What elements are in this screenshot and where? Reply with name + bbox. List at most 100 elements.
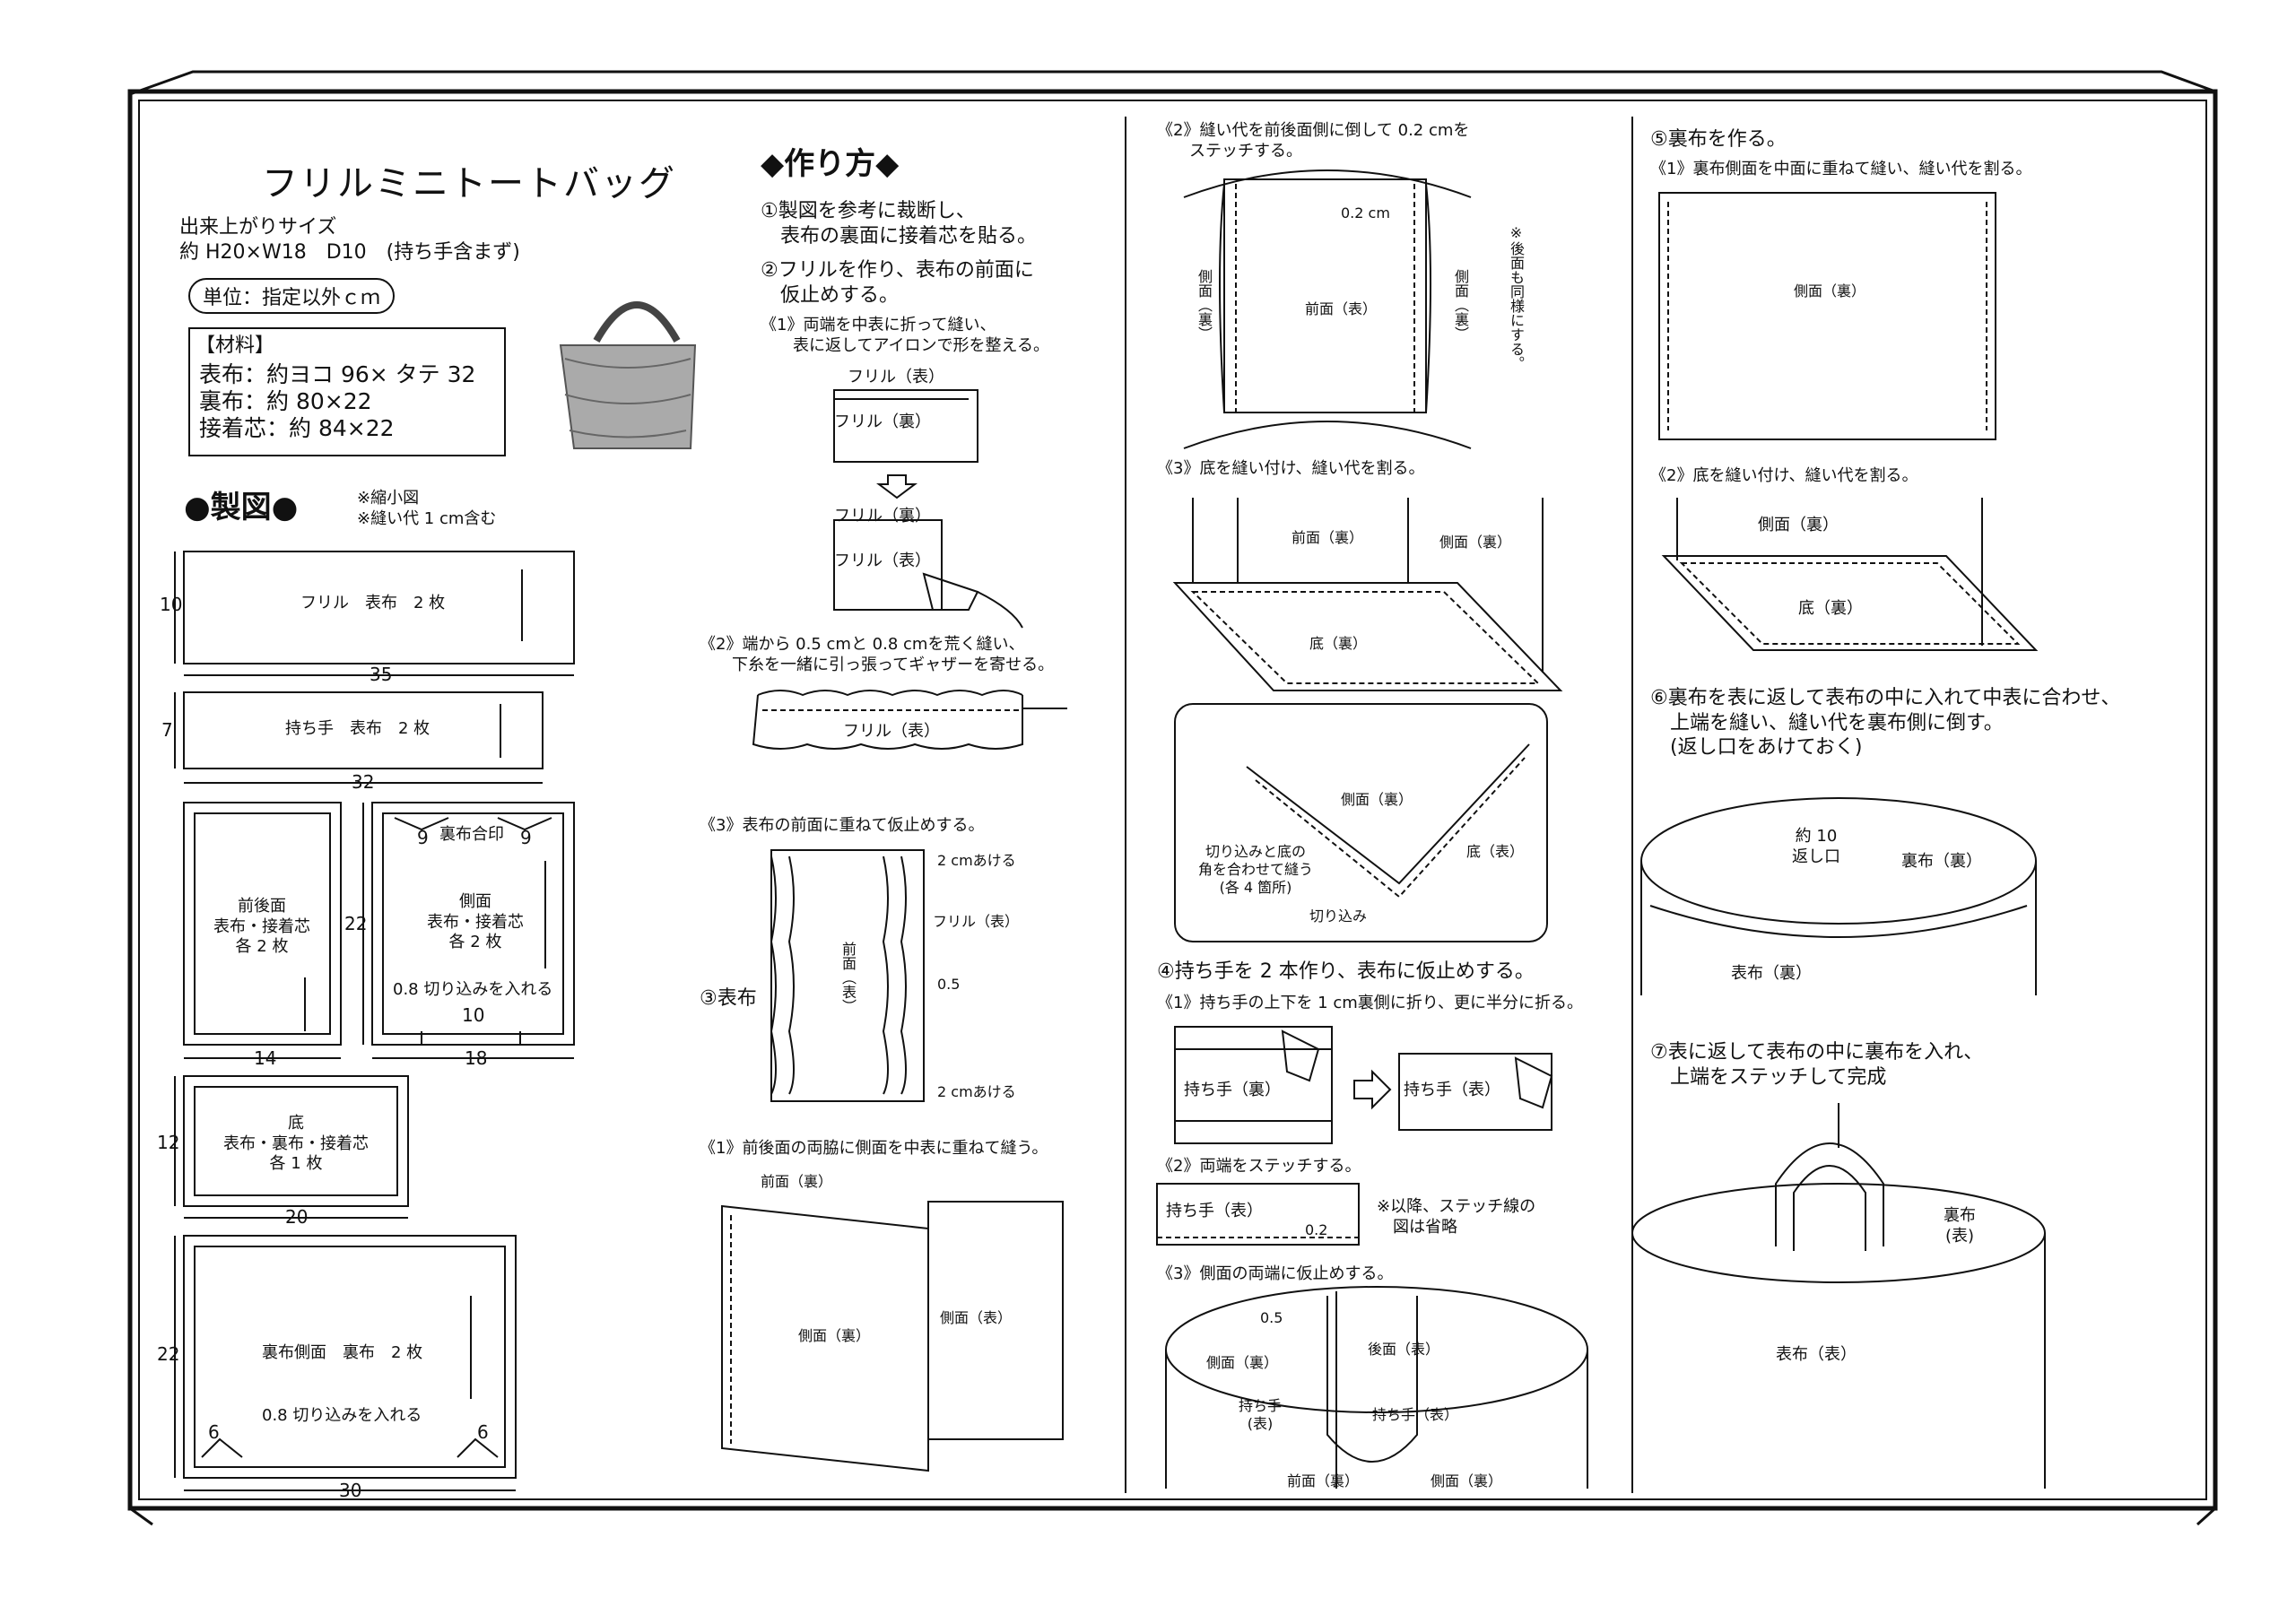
- gather-half-label: 0.5: [937, 976, 961, 993]
- pattern-note-scale: ※縮小図: [357, 489, 420, 508]
- lining-piece: [183, 1235, 517, 1479]
- step-6: ⑥裏布を表に返して表布の中に入れて中表に合わせ、 上端を縫い、縫い代を裏布側に倒…: [1650, 687, 2121, 759]
- handle-fold-diagram: [1174, 1026, 1333, 1144]
- pattern-note-allowance: ※縫い代 1 cm含む: [357, 509, 497, 528]
- frill-fold-diagram: [833, 389, 978, 463]
- lining-height: 22: [157, 1343, 180, 1365]
- step-5: ⑤裏布を作る。: [1650, 128, 1787, 151]
- front-width: 14: [254, 1047, 277, 1069]
- side-piece-label: 側面 表布・接着芯 各 2 枚: [427, 892, 524, 951]
- lining-bottom-label: 底（裏）: [1798, 599, 1863, 618]
- outer-back-label: 表布（裏）: [1731, 964, 1812, 983]
- step-3-3: 《3》底を縫い付け、縫い代を割る。: [1157, 459, 1425, 478]
- step-4-1: 《1》持ち手の上下を 1 cm裏側に折り、更に半分に折る。: [1157, 994, 1584, 1012]
- bottom-width: 20: [285, 1206, 309, 1228]
- frill-back-label: フリル（裏）: [834, 413, 931, 431]
- finished-size-label: 出来上がりサイズ: [179, 216, 337, 239]
- material-lining: 裏布：約 80×22: [199, 388, 372, 414]
- front-back-label-2: 前面（裏）: [1292, 529, 1364, 546]
- side-mark-label: 裏布合印: [439, 825, 504, 844]
- half-label: 0.5: [1260, 1309, 1283, 1326]
- step-3-1: 《1》前後面の両脇に側面を中表に重ねて縫う。: [700, 1139, 1048, 1158]
- front-back-label-3: 前面（裏）: [1287, 1472, 1360, 1489]
- step-2-3: 《3》表布の前面に重ねて仮止めする。: [700, 816, 985, 835]
- lining-piece-label: 裏布側面 裏布 2 枚: [262, 1343, 423, 1362]
- frill-piece: [183, 551, 575, 664]
- step-7: ⑦表に返して表布の中に裏布を入れ、 上端をステッチして完成: [1650, 1041, 1984, 1089]
- outer-frame: [127, 89, 2218, 1511]
- handle-height: 7: [161, 719, 173, 741]
- notch-label: 切り込み: [1309, 908, 1368, 925]
- step-5-2: 《2》底を縫い付け、縫い代を割る。: [1650, 466, 1918, 485]
- opening-label: 約 10 返し口: [1792, 827, 1840, 866]
- step-1: ①製図を参考に裁断し、 表布の裏面に接着芯を貼る。: [761, 200, 1038, 248]
- step-5-1: 《1》裏布側面を中面に重ねて縫い、縫い代を割る。: [1650, 160, 2032, 178]
- frill-width: 35: [370, 664, 393, 685]
- side-back-vertical-right: 側面（裏）: [1452, 269, 1469, 341]
- handle-front-label: 持ち手（表）: [1404, 1081, 1500, 1099]
- lining-bottom-diagram: [1661, 555, 2039, 651]
- iron-icon: [922, 572, 979, 611]
- arrow-down-icon: [876, 474, 918, 499]
- topstitch-diagram: [1223, 178, 1427, 413]
- frill-piece-label: フリル 表布 2 枚: [300, 594, 446, 612]
- lining-notch-note: 0.8 切り込みを入れる: [262, 1406, 422, 1425]
- lining-notch-right: 6: [477, 1421, 489, 1443]
- side-front-label: 側面（表）: [940, 1309, 1013, 1326]
- bottom-back-label: 底（裏）: [1309, 635, 1368, 652]
- side-back-vertical-left: 側面（裏）: [1196, 269, 1213, 341]
- bottom-height: 12: [157, 1132, 180, 1153]
- lining-back-label: 裏布（裏）: [1901, 852, 1982, 871]
- material-outer: 表布：約ヨコ 96× タテ 32: [199, 361, 476, 387]
- handle-width: 32: [352, 771, 375, 793]
- materials-box: [188, 327, 506, 456]
- side-back-label-5: 側面（裏）: [1431, 1472, 1503, 1489]
- frill-front-label-3: フリル（表）: [933, 913, 1020, 930]
- side-mark-right: 9: [520, 827, 532, 848]
- lining-front-label: 裏布 (表): [1944, 1206, 1976, 1246]
- stitched-handle-diagram: [1156, 1183, 1360, 1246]
- handle-front-label-4: 持ち手（表）: [1372, 1406, 1459, 1423]
- handle-back-label: 持ち手（裏）: [1184, 1081, 1281, 1099]
- outer-front-label: 表布（表）: [1776, 1345, 1857, 1364]
- step-2-2: 《2》端から 0.5 cmと 0.8 cmを荒く縫い、 下糸を一緒に引っ張ってギ…: [700, 635, 1055, 674]
- frill-height: 10: [160, 594, 183, 615]
- front-piece: [183, 802, 342, 1046]
- frame-top-edge: [129, 70, 2216, 96]
- arrow-right-icon: [1353, 1069, 1392, 1110]
- side-back-label-4: 側面（裏）: [1206, 1354, 1279, 1371]
- materials-heading: 【材料】: [196, 334, 275, 357]
- frill-front-label-2: フリル（表）: [834, 551, 931, 570]
- bottom-piece: [183, 1075, 409, 1207]
- gather-top: [757, 690, 1023, 697]
- front-side-sew-diagram: [721, 1204, 929, 1472]
- gathered-frill-label: フリル（表）: [843, 722, 940, 741]
- front-vertical-label: 前面（表）: [839, 942, 857, 1013]
- unit-badge: 単位：指定以外ｃｍ: [188, 278, 396, 314]
- front-back-label: 前面（裏）: [761, 1173, 833, 1190]
- side-piece: [371, 802, 575, 1046]
- handle-piece-label: 持ち手 表布 2 枚: [285, 719, 430, 738]
- side-width: 18: [465, 1047, 488, 1069]
- finished-size-value: 約 H20×W18 D10 (持ち手含まず): [179, 241, 520, 264]
- lining-notch-left: 6: [208, 1421, 220, 1443]
- lining-width: 30: [339, 1480, 362, 1501]
- step-3-2: 《2》縫い代を前後面側に倒して 0.2 cmを ステッチする。: [1157, 121, 1470, 161]
- step-4-2: 《2》両端をステッチする。: [1157, 1157, 1361, 1176]
- corner-detail-callout: [1174, 703, 1548, 942]
- bottom-sew-diagram: [1172, 582, 1563, 691]
- step-2: ②フリルを作り、表布の前面に 仮止めする。: [761, 259, 1034, 307]
- gap-bottom-label: 2 cmあける: [937, 1083, 1016, 1100]
- inner-frame: [138, 100, 2207, 1500]
- bottom-piece-label: 底 表布・裏布・接着芯 各 1 枚: [223, 1114, 369, 1173]
- lining-side-label: 側面（裏）: [1794, 282, 1866, 300]
- handle-front-label-2: 持ち手（表）: [1166, 1202, 1263, 1220]
- lining-side-diagram: [1658, 192, 1996, 440]
- tote-bag-photo: [559, 301, 697, 449]
- side-notch-note: 0.8 切り込みを入れる: [393, 980, 553, 999]
- side-notch-width: 10: [462, 1004, 485, 1026]
- pattern-heading: ●製図●: [184, 490, 299, 525]
- gathered-frill-diagram: [752, 694, 1023, 750]
- side-back-label-2: 側面（裏）: [1439, 534, 1512, 551]
